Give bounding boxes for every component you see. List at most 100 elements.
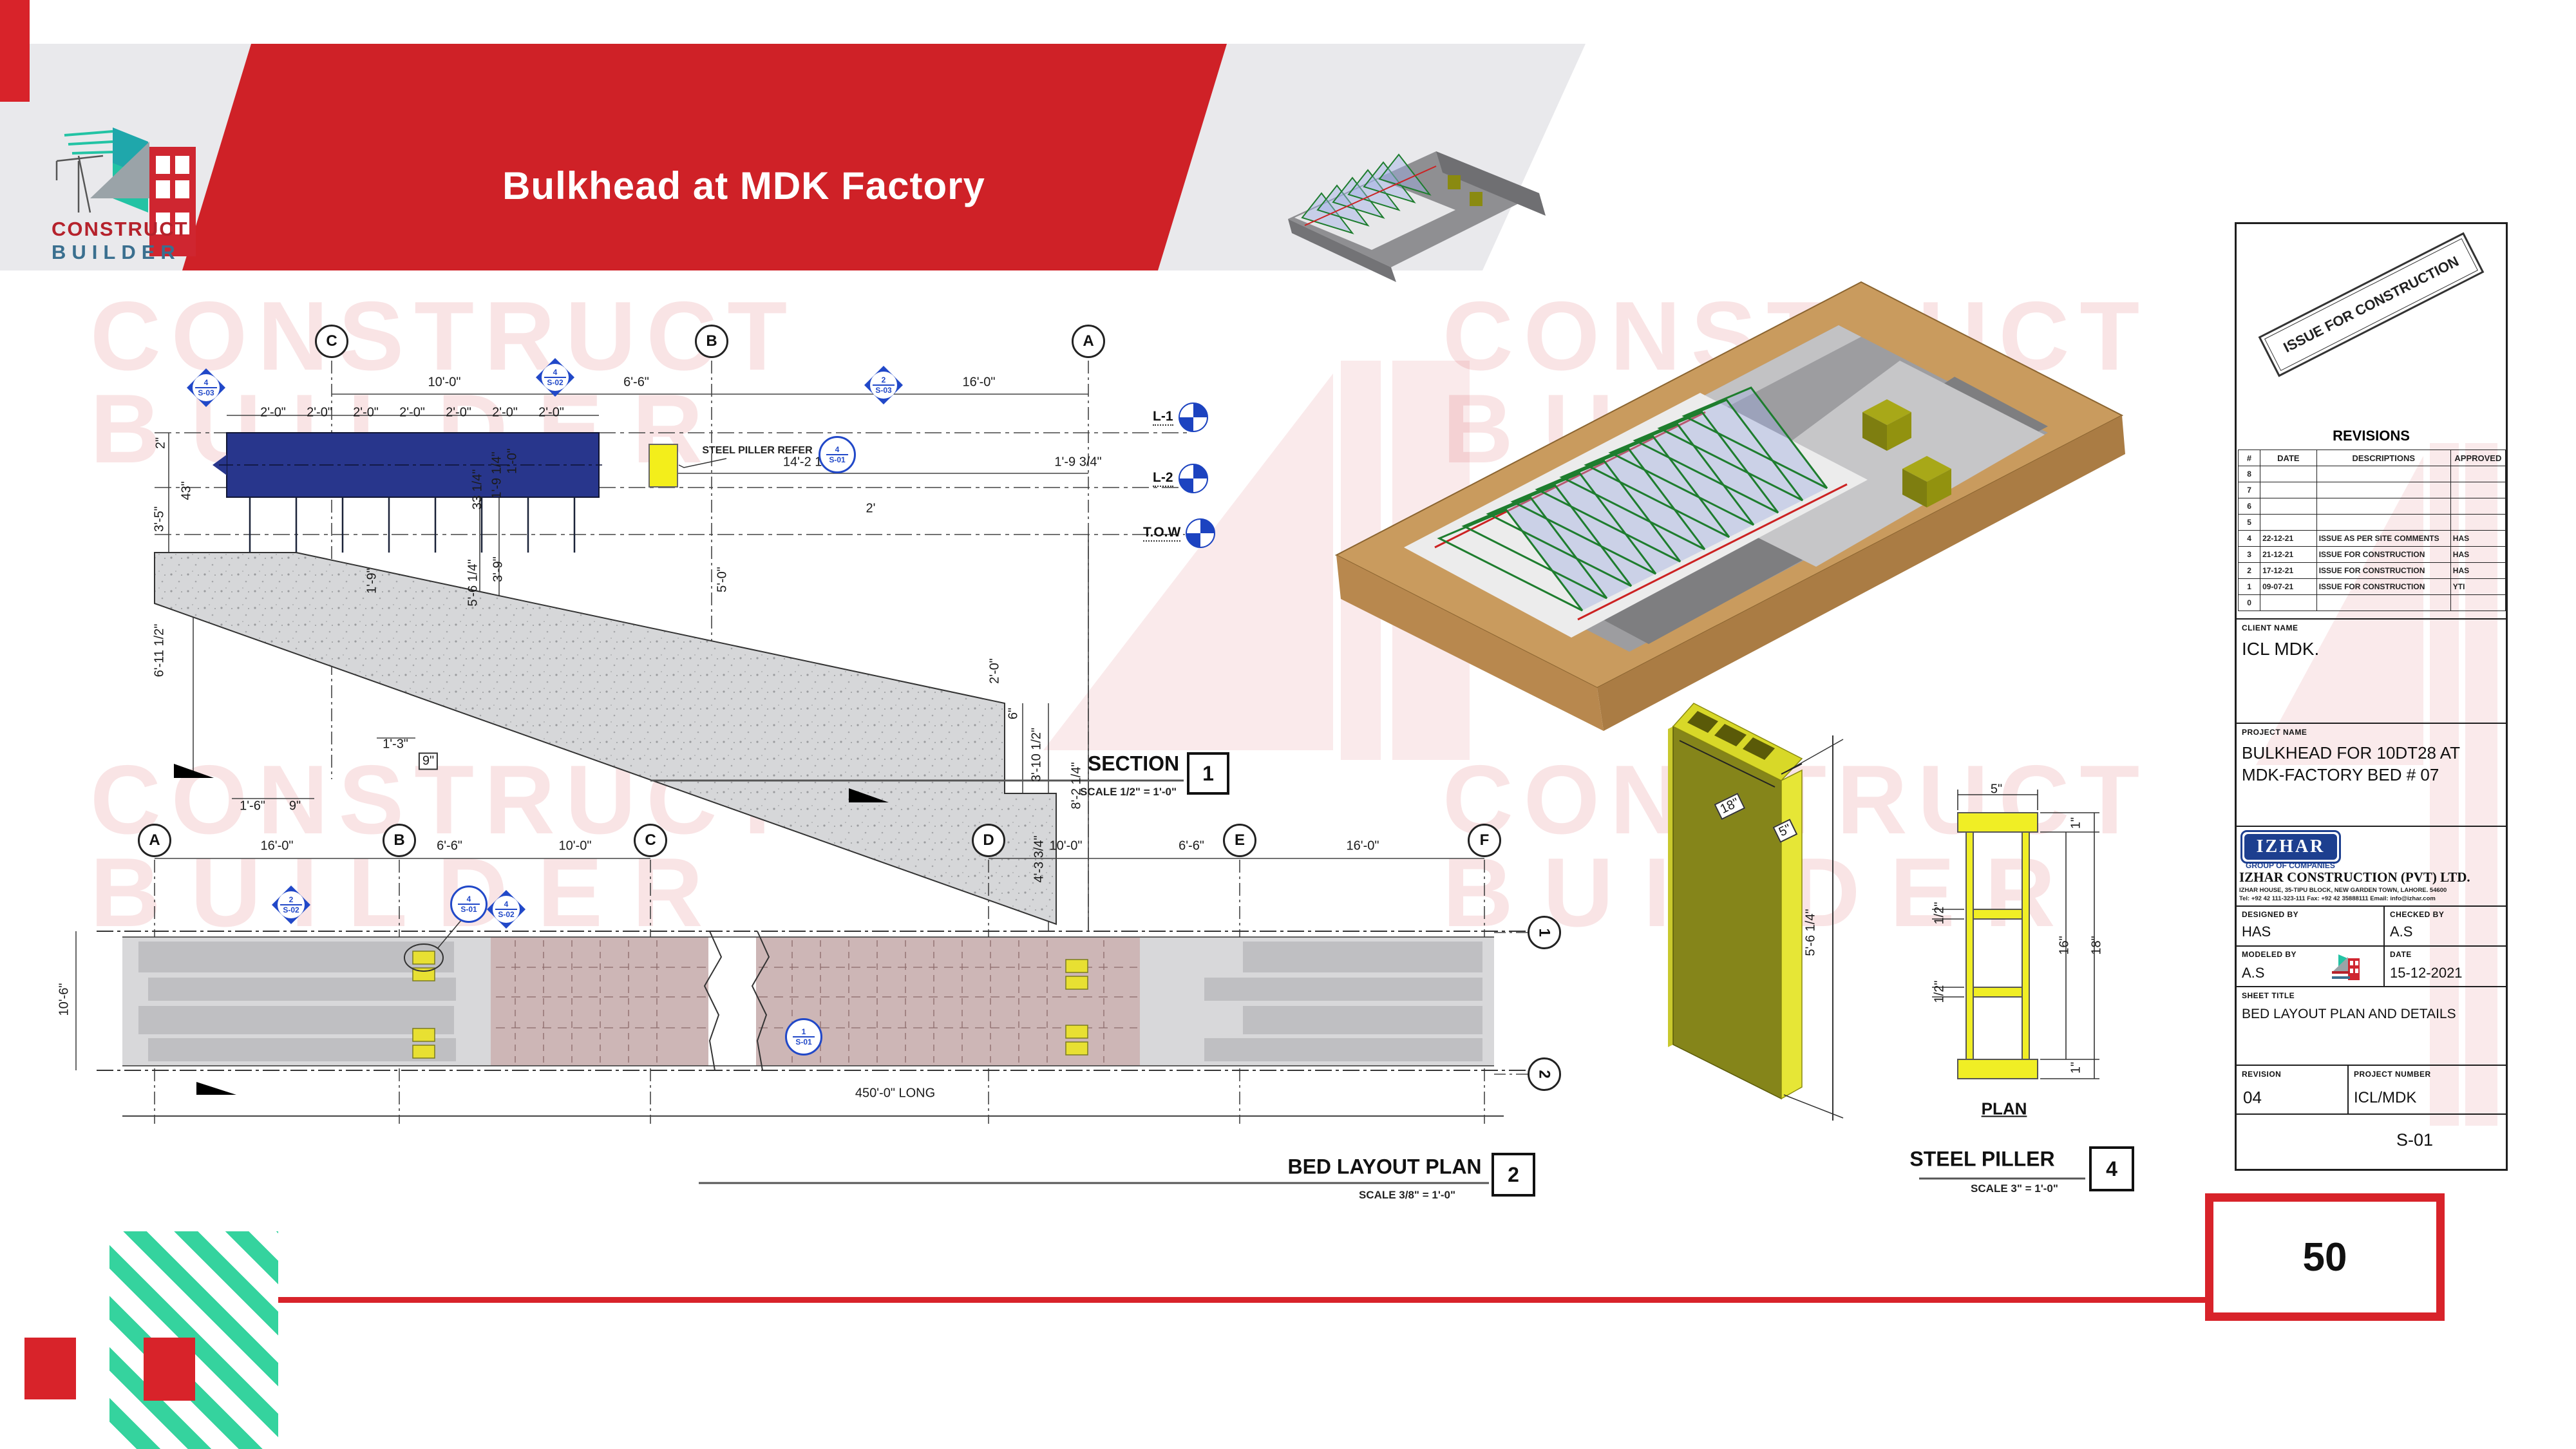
- dim-label: 5'-0": [715, 567, 730, 592]
- piller-plan-label: PLAN: [1981, 1099, 2027, 1119]
- dim-label: 6'-6": [623, 375, 649, 390]
- dim-label: 3'-9": [491, 556, 506, 582]
- level-marker: L-1: [1153, 402, 1208, 432]
- steel-piller-plan: [1932, 790, 2099, 1079]
- dim-label: 5'-6 1/4": [466, 559, 480, 607]
- dim-label: 2': [866, 501, 876, 516]
- revision-row: 7: [2237, 482, 2506, 498]
- section-concrete-wedge: [154, 552, 1057, 925]
- grid-bubble: 1: [1528, 916, 1561, 949]
- bulkhead-3d-thumbnail: [1288, 151, 1546, 282]
- grid-bubble: A: [138, 824, 171, 857]
- section-number: 1: [1187, 752, 1229, 795]
- grid-bubble: A: [1072, 325, 1105, 358]
- dim-label: 2'-0": [307, 405, 332, 420]
- red-square-decoration: [24, 1338, 76, 1399]
- dim-label: 16'-0": [1346, 838, 1379, 853]
- designed-by: HAS: [2242, 923, 2271, 940]
- dim-label: 10'-0": [428, 375, 461, 390]
- section-title: SECTION: [1087, 752, 1180, 775]
- dim-label: 450'-0" LONG: [855, 1086, 936, 1101]
- revisions-title: REVISIONS: [2333, 428, 2410, 444]
- project-name-line1: BULKHEAD FOR 10DT28 AT: [2242, 743, 2461, 762]
- dim-label: 1'-6": [240, 799, 265, 813]
- level-symbol-icon: [1178, 464, 1208, 493]
- level-symbol-icon: [1178, 402, 1208, 432]
- bed-plan-title: BED LAYOUT PLAN: [1287, 1155, 1482, 1179]
- dim-label: 10'-0": [1049, 838, 1083, 853]
- dim-label: 5": [1990, 782, 2003, 797]
- dim-label: 6": [1006, 707, 1021, 720]
- grid-bubble: D: [972, 824, 1005, 857]
- level-marker: T.O.W: [1143, 518, 1216, 548]
- dim-label: 2'-0": [260, 405, 286, 420]
- date-value: 15-12-2021: [2390, 965, 2463, 981]
- construct-builder-logo: CONSTRUCT BUILDER: [52, 116, 213, 270]
- page-number: 50: [2302, 1235, 2347, 1280]
- bed-plan-scale: SCALE 3/8" = 1'-0": [1358, 1189, 1456, 1201]
- dim-label: 18": [1714, 792, 1746, 820]
- construct-builder-mini-logo: [2332, 954, 2360, 980]
- dim-label: 43": [179, 481, 194, 500]
- modeled-row: MODELED BY A.S DATE 15-12-2021: [2237, 945, 2506, 987]
- logo-graphic: [55, 128, 196, 256]
- revision-row: 6: [2237, 498, 2506, 515]
- grid-bubble: C: [315, 325, 348, 358]
- dim-label: 2'-0": [492, 405, 518, 420]
- rev-header: APPROVED: [2450, 450, 2506, 466]
- corner-accent-bar: [0, 0, 30, 102]
- project-section: PROJECT NAME BULKHEAD FOR 10DT28 AT MDK-…: [2237, 723, 2506, 826]
- modeled-by: A.S: [2242, 965, 2265, 981]
- dim-label: 1/2": [1932, 980, 1947, 1003]
- crane-icon: [55, 155, 104, 213]
- izhar-logo-sub: GROUP OF COMPANIES: [2246, 861, 2335, 870]
- logo-word-builder: BUILDER: [52, 241, 181, 263]
- rev-header: DATE: [2260, 450, 2317, 466]
- rev-header: #: [2237, 450, 2261, 466]
- sheet-number: S-01: [2396, 1130, 2434, 1150]
- dim-label: 6'-6": [1179, 838, 1204, 853]
- dim-label: 1": [2069, 1061, 2083, 1074]
- dim-label: 2": [153, 437, 168, 450]
- dim-label: 1'-9 1/4": [489, 451, 504, 499]
- revision-row: 8: [2237, 466, 2506, 482]
- revision-row: 5: [2237, 514, 2506, 531]
- section-scale: SCALE 1/2" = 1'-0": [1079, 786, 1177, 798]
- steel-piller-number: 4: [2089, 1146, 2134, 1191]
- grid-bubble: 2: [1528, 1057, 1561, 1091]
- dim-label: 33 1/4": [470, 469, 485, 510]
- dim-label: 6'-6": [437, 838, 462, 853]
- olive-blocks: [1862, 399, 1951, 507]
- dim-label: 9": [418, 752, 439, 770]
- dim-label: 1'-9 3/4": [1054, 455, 1102, 469]
- sheet-title-section: SHEET TITLE BED LAYOUT PLAN AND DETAILS: [2237, 986, 2506, 1065]
- client-section: CLIENT NAME ICL MDK.: [2237, 618, 2506, 723]
- dim-label: 2'-0": [353, 405, 379, 420]
- sheet-title: BED LAYOUT PLAN AND DETAILS: [2242, 1007, 2456, 1021]
- dim-label: 5'-6 1/4": [1803, 909, 1818, 956]
- page-number-box: 50: [2205, 1193, 2445, 1321]
- dim-label: 2'-0": [538, 405, 564, 420]
- rev-header: DESCRIPTIONS: [2316, 450, 2451, 466]
- dim-label: 2'-0": [987, 658, 1002, 684]
- dim-label: 18": [2089, 936, 2104, 955]
- steel-piller-scale: SCALE 3" = 1'-0": [1971, 1182, 2058, 1195]
- bed-plan-number: 2: [1492, 1153, 1535, 1197]
- dim-label: 16'-0": [260, 838, 294, 853]
- dim-label: 1'-3": [383, 737, 408, 752]
- dim-label: 16'-0": [962, 375, 996, 390]
- dim-label: 1/2": [1932, 902, 1947, 925]
